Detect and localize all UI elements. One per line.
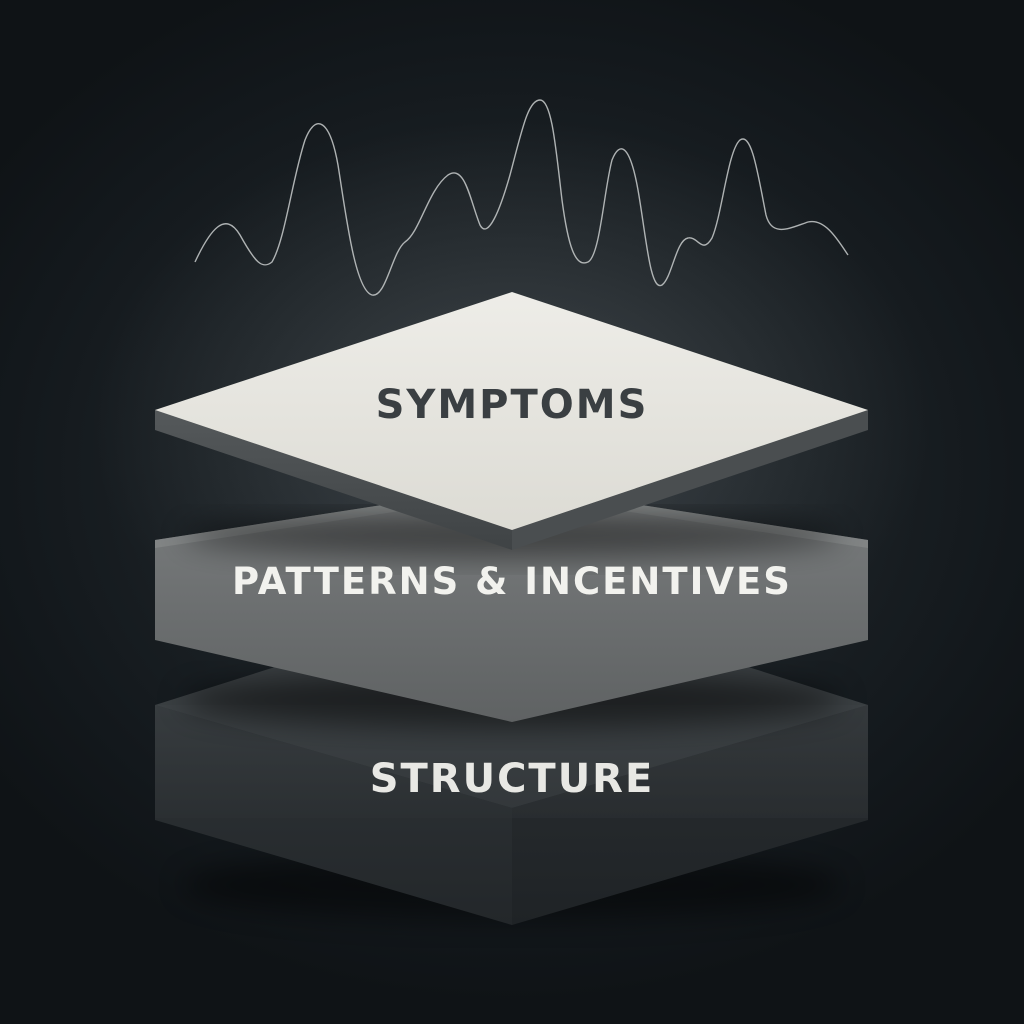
symptoms-top-face [155, 292, 868, 530]
symptoms-edge-left [155, 410, 512, 550]
structure-front-band [155, 705, 868, 818]
structure-label: STRUCTURE [370, 756, 655, 802]
signal-wave-icon [194, 99, 849, 296]
symptoms-edge-right [512, 410, 868, 550]
symptoms-label: SYMPTOMS [376, 382, 649, 428]
patterns-label: PATTERNS & INCENTIVES [232, 560, 792, 603]
symptoms-layer [155, 292, 868, 557]
